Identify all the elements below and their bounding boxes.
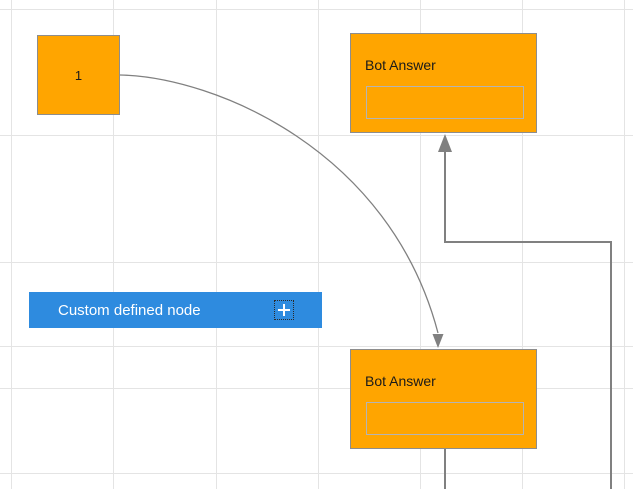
grid-line-horizontal	[0, 473, 633, 474]
node-bot-answer-top[interactable]: Bot Answer	[350, 33, 537, 133]
node-bot-answer-bottom[interactable]: Bot Answer	[350, 349, 537, 449]
node-title: Bot Answer	[365, 373, 436, 389]
grid-line-vertical	[318, 0, 319, 489]
grid-line-vertical	[11, 0, 12, 489]
node-answer-slot[interactable]	[366, 86, 524, 119]
palette-item-label: Custom defined node	[58, 301, 201, 319]
node-title: Bot Answer	[365, 57, 436, 73]
grid-line-horizontal	[0, 388, 633, 389]
grid-line-horizontal	[0, 9, 633, 10]
node-square-1[interactable]: 1	[37, 35, 120, 115]
grid-line-vertical	[113, 0, 114, 489]
grid-line-horizontal	[0, 262, 633, 263]
grid-line-horizontal	[0, 135, 633, 136]
plus-icon-vertical-bar	[283, 304, 285, 316]
palette-item-custom-defined-node[interactable]: Custom defined node	[29, 292, 322, 328]
node-answer-slot[interactable]	[366, 402, 524, 435]
grid-line-horizontal	[0, 346, 633, 347]
connector-elbow-arrowhead-icon	[438, 134, 452, 152]
grid-line-vertical	[216, 0, 217, 489]
plus-icon[interactable]	[274, 300, 294, 320]
node-index-label: 1	[74, 67, 83, 83]
grid-line-vertical	[624, 0, 625, 489]
